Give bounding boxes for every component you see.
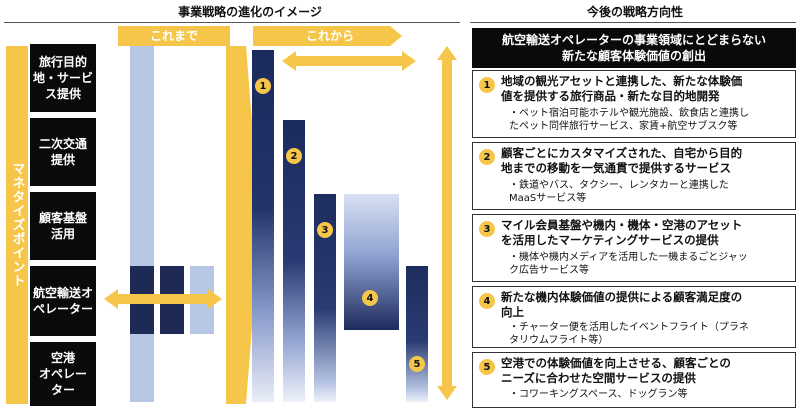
after-label-arrow-tip [390, 26, 402, 46]
card-5-title-line-1: 空港での体験価値を向上させる、顧客ごとの [501, 356, 731, 370]
card-3-title: マイル会員基盤や機内・機体・空港のアセット を活用したマーケティングサービスの提… [501, 218, 791, 248]
card-1-title: 地域の観光アセットと連携した、新たな体験価 値を提供する旅行商品・新たな目的地開… [501, 74, 791, 104]
card-1-sub-line-2: たペット同伴旅行サービス、家賃+航空サブスク等 [509, 121, 738, 132]
card-5-title: 空港での体験価値を向上させる、顧客ごとの ニーズに合わせた空間サービスの提供 [501, 356, 791, 386]
card-3-sub-line-2: ク広告サービス等 [509, 265, 589, 276]
category-airport-line-2: オペレー [38, 367, 87, 381]
category-travel-line-1: 旅行目的 [38, 55, 87, 69]
card-4-sub-line-1: ・チャーター便を活用したイベントフライト（プラネ [509, 322, 749, 333]
before-arrow-right-tip [208, 289, 222, 309]
card-1-sub-line-1: ・ペット宿泊可能ホテルや観光施設、飲食店と連携し [509, 108, 749, 119]
strategy-header-line-1: 航空輸送オペレーターの事業領域にとどまらない [501, 33, 766, 47]
card-3-title-line-1: マイル会員基盤や機内・機体・空港のアセット [501, 218, 743, 232]
card-2-title: 顧客ごとにカスタマイズされた、自宅から目的 地までの移動を一気通貫で提供するサー… [501, 146, 791, 176]
marker-2: 2 [286, 148, 302, 164]
card-1-number: 1 [479, 77, 495, 93]
card-4-title: 新たな機内体験価値の提供による顧客満足度の 向上 [501, 290, 791, 320]
card-5-number: 5 [479, 359, 495, 375]
future-bar-5 [406, 266, 428, 402]
marker-1: 1 [255, 78, 271, 94]
category-travel-destination: 旅行目的 地・サービ ス提供 [30, 44, 96, 112]
category-airport-line-3: ター [50, 383, 75, 397]
category-customer-base: 顧客基盤 活用 [30, 192, 96, 260]
card-3-title-line-2: を活用したマーケティングサービスの提供 [501, 233, 719, 247]
category-airport-operator: 空港 オペレー ター [30, 342, 96, 406]
category-transport-line-1: 二次交通 [38, 137, 87, 151]
card-2-number: 2 [479, 149, 495, 165]
transition-arrow-body [226, 46, 246, 404]
right-title-underline [470, 22, 796, 23]
before-bar-pale [130, 46, 154, 402]
marker-4: 4 [362, 290, 378, 306]
card-4-title-line-2: 向上 [501, 305, 524, 319]
card-5-title-line-2: ニーズに合わせた空間サービスの提供 [501, 371, 696, 385]
card-5-sub-line-1: ・コワーキングスペース、ドッグラン等 [509, 389, 688, 400]
card-1-title-line-1: 地域の観光アセットと連携した、新たな体験価 [501, 74, 743, 88]
vertical-arrow-shaft [442, 60, 452, 386]
before-label: これまで [118, 26, 230, 46]
category-travel-line-2: 地・サービ [32, 71, 93, 85]
card-3-sub-line-1: ・機体や機内メディアを活用した一機まるごとジャッ [509, 252, 748, 263]
future-bar-2 [283, 120, 305, 402]
marker-5: 5 [409, 356, 425, 372]
category-customer-line-2: 活用 [50, 227, 75, 241]
after-arrow-left-tip [282, 51, 296, 71]
monetization-point-label: マネタイズポイント [9, 162, 25, 288]
after-arrow-right-tip [402, 51, 416, 71]
category-secondary-transport: 二次交通 提供 [30, 118, 96, 186]
strategy-card-2: 2 顧客ごとにカスタマイズされた、自宅から目的 地までの移動を一気通貫で提供する… [472, 142, 796, 210]
strategy-card-4: 4 新たな機内体験価値の提供による顧客満足度の 向上 ・チャーター便を活用したイ… [472, 286, 796, 348]
marker-3: 3 [317, 222, 333, 238]
strategy-card-3: 3 マイル会員基盤や機内・機体・空港のアセット を活用したマーケティングサービス… [472, 214, 796, 282]
category-air-line-1: 航空輸送オ [32, 286, 93, 300]
card-4-subtitle: ・チャーター便を活用したイベントフライト（プラネ タリウムフライト等） [509, 321, 791, 347]
card-4-number: 4 [479, 293, 495, 309]
card-5-subtitle: ・コワーキングスペース、ドッグラン等 [509, 388, 791, 401]
future-bar-3 [314, 194, 336, 402]
category-transport-line-2: 提供 [50, 153, 75, 167]
vertical-arrow-bottom-tip [437, 386, 457, 400]
future-block-4 [344, 194, 399, 330]
strategy-header: 航空輸送オペレーターの事業領域にとどまらない 新たな顧客体験価値の創出 [472, 28, 796, 68]
left-title-underline [4, 22, 460, 23]
future-bar-1 [252, 50, 274, 402]
strategy-header-line-2: 新たな顧客体験価値の創出 [561, 49, 706, 63]
card-3-number: 3 [479, 221, 495, 237]
after-arrow-shaft [296, 56, 402, 66]
category-air-transport-operator: 航空輸送オ ペレーター [30, 266, 96, 336]
vertical-arrow-top-tip [437, 46, 457, 60]
left-section-title: 事業戦略の進化のイメージ [178, 5, 322, 19]
category-air-line-2: ペレーター [32, 302, 93, 316]
card-2-title-line-2: 地までの移動を一気通貫で提供するサービス [501, 161, 731, 175]
monetization-point-axis: マネタイズポイント [6, 46, 28, 404]
card-1-subtitle: ・ペット宿泊可能ホテルや観光施設、飲食店と連携し たペット同伴旅行サービス、家賃… [509, 107, 791, 133]
strategy-card-5: 5 空港での体験価値を向上させる、顧客ごとの ニーズに合わせた空間サービスの提供… [472, 352, 796, 408]
category-travel-line-3: ス提供 [44, 87, 81, 101]
before-arrow-left-tip [104, 289, 118, 309]
card-2-title-line-1: 顧客ごとにカスタマイズされた、自宅から目的 [501, 146, 743, 160]
right-section-title: 今後の戦略方向性 [586, 5, 683, 19]
after-label-bar [253, 26, 390, 46]
category-customer-line-1: 顧客基盤 [38, 211, 87, 225]
after-label: これから [305, 29, 354, 43]
card-3-subtitle: ・機体や機内メディアを活用した一機まるごとジャッ ク広告サービス等 [509, 251, 791, 277]
strategy-card-1: 1 地域の観光アセットと連携した、新たな体験価 値を提供する旅行商品・新たな目的… [472, 70, 796, 138]
card-2-sub-line-2: MaaSサービス等 [509, 193, 587, 204]
card-4-sub-line-2: タリウムフライト等） [509, 335, 609, 346]
before-arrow-shaft [118, 294, 208, 304]
card-2-subtitle: ・鉄道やバス、タクシー、レンタカーと連携した MaaSサービス等 [509, 179, 791, 205]
card-4-title-line-1: 新たな機内体験価値の提供による顧客満足度の [501, 290, 743, 304]
card-2-sub-line-1: ・鉄道やバス、タクシー、レンタカーと連携した [509, 180, 729, 191]
card-1-title-line-2: 値を提供する旅行商品・新たな目的地開発 [501, 89, 720, 103]
category-airport-line-1: 空港 [50, 351, 75, 365]
